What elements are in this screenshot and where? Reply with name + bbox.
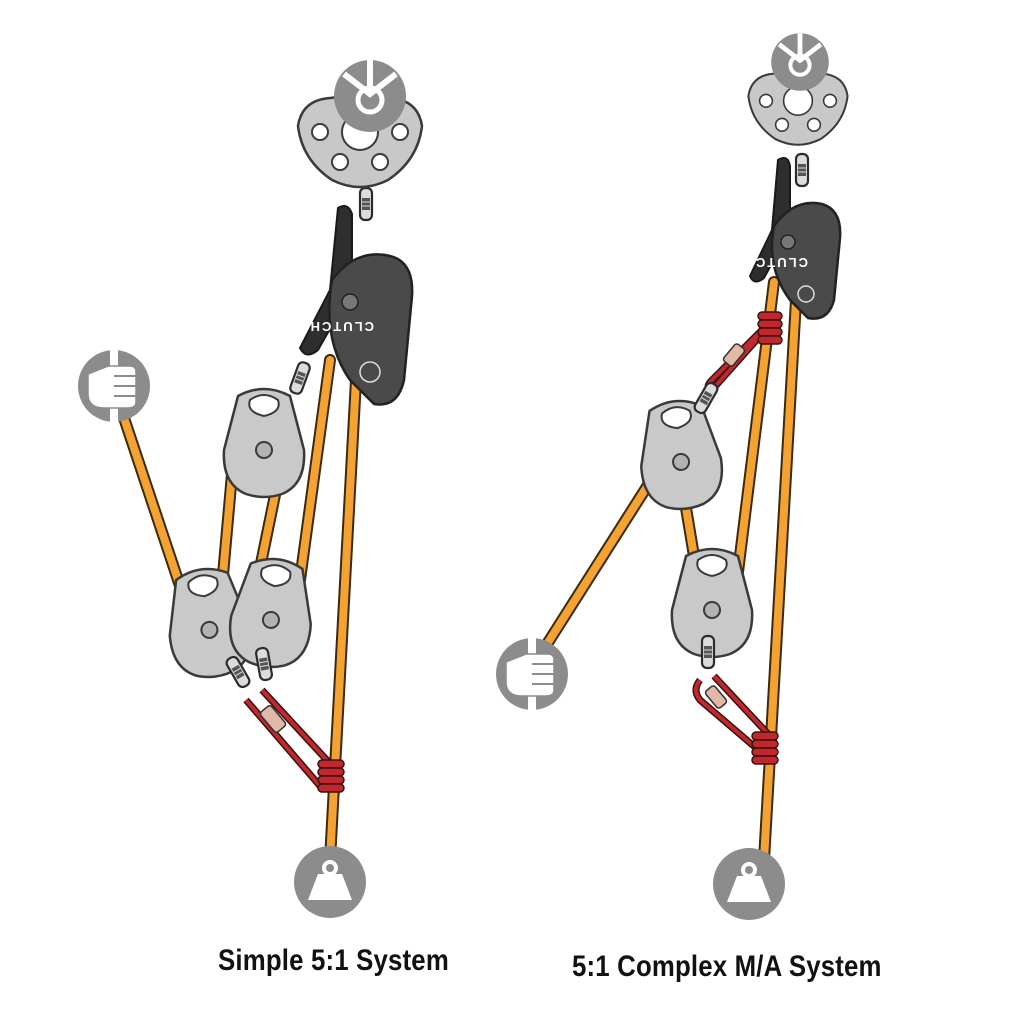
upper-pulley	[633, 395, 728, 515]
clutch-device: CLUTCH	[743, 157, 842, 320]
device-label: CLUTCH	[309, 319, 374, 334]
complex-5-1-system: CLUTCH	[495, 33, 849, 922]
device-label: CLUTCH	[743, 255, 808, 270]
pulley-carabiner	[287, 359, 313, 397]
load-weight-icon	[292, 844, 368, 920]
simple-system-caption: Simple 5:1 System	[218, 944, 449, 977]
hand-pull-icon	[495, 637, 569, 711]
upper-pulley	[222, 387, 306, 499]
pulley-carabiner	[691, 380, 721, 416]
clutch-device: CLUTCH	[298, 205, 414, 406]
anchor-icon	[771, 33, 829, 91]
complex-system-caption: 5:1 Complex M/A System	[572, 950, 882, 983]
prusik-loop	[243, 687, 345, 793]
hand-pull-icon	[77, 349, 151, 423]
load-weight-icon	[711, 846, 787, 922]
rope-strands	[536, 276, 802, 866]
prusik-carabiner	[700, 634, 716, 670]
lower-prusik-loop	[692, 673, 779, 765]
lower-right-pulley	[224, 553, 319, 673]
anchor-icon	[334, 60, 406, 132]
anchor-carabiner	[794, 152, 810, 188]
simple-5-1-system: CLUTCH	[77, 60, 424, 920]
anchor-carabiner	[358, 186, 374, 222]
